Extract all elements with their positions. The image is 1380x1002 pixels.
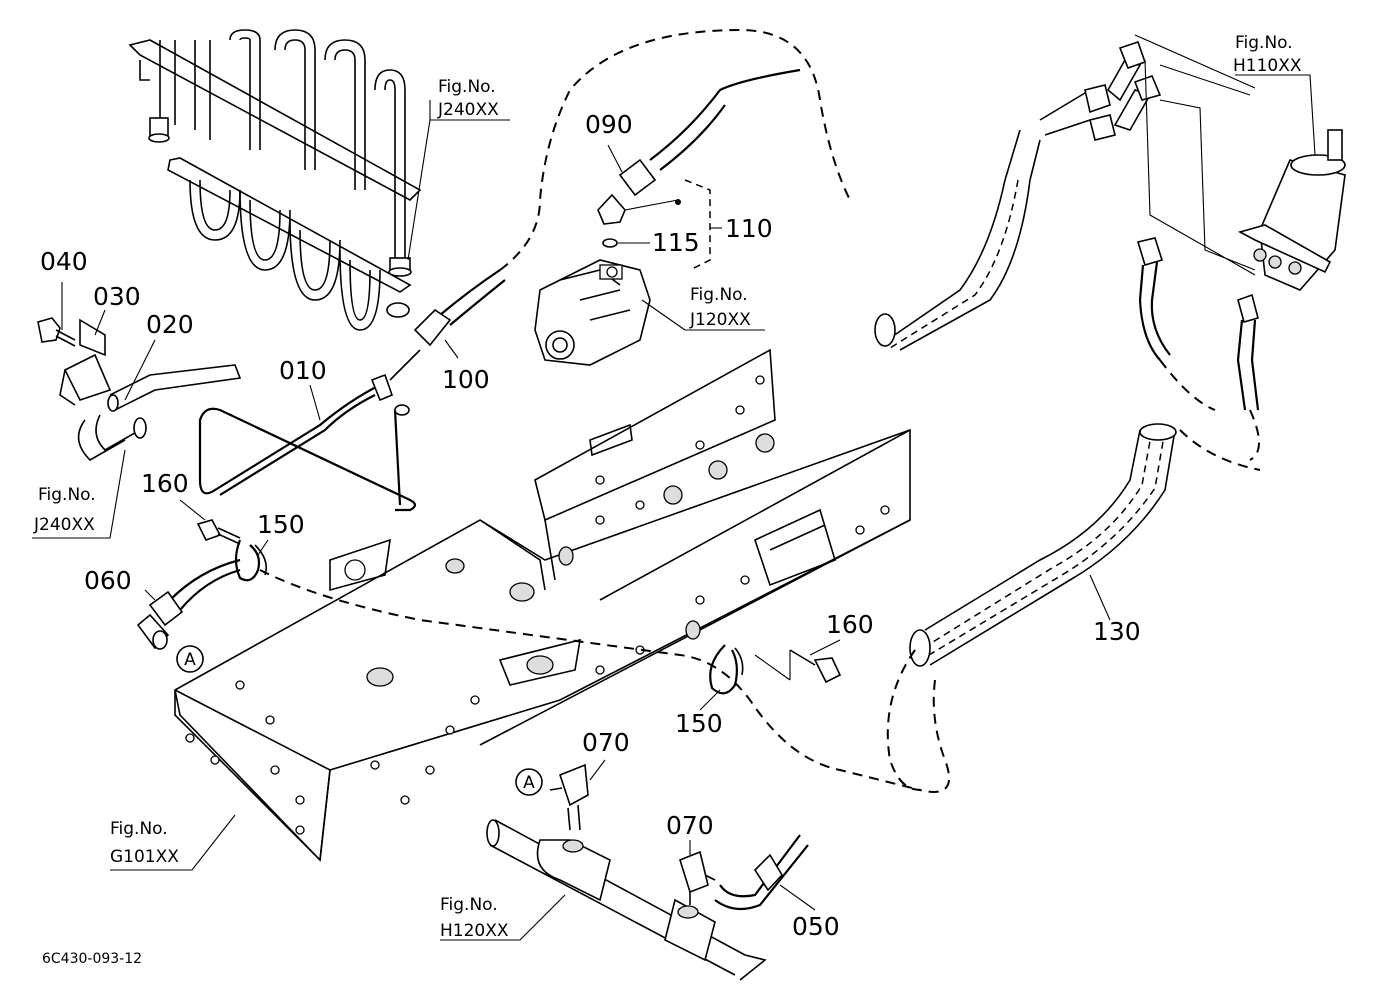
bolt-160-right-drawing: [754, 649, 842, 684]
main-frame-drawing: [174, 348, 911, 862]
part-label-160-right: 160: [826, 610, 874, 639]
figref-j240-top-title: Fig.No.: [438, 77, 496, 97]
part-label-110: 110: [725, 214, 773, 243]
connector-a-bottom-circle: [515, 768, 543, 796]
document-code: 6C430-093-12: [42, 951, 142, 967]
clip-150-bottom-drawing: [709, 644, 744, 695]
hose-050-drawing: [714, 834, 809, 911]
connector-a-top-circle: [176, 645, 204, 673]
fitting-070-right-drawing: [679, 850, 716, 905]
part-label-020: 020: [146, 310, 194, 339]
connector-a-top-label: A: [184, 650, 196, 670]
fitting-090-drawing: [597, 68, 801, 271]
hose-top-right-drawing: [874, 34, 1256, 351]
figref-h110-title: Fig.No.: [1235, 33, 1293, 53]
fitting-070-left-drawing: [549, 763, 589, 831]
hose-060-drawing: [136, 558, 921, 791]
figref-j120-code: J120XX: [689, 310, 751, 330]
hose-020-drawing: [77, 364, 242, 461]
part-label-040: 040: [40, 247, 88, 276]
part-label-130: 130: [1093, 617, 1141, 646]
bracket-030-drawing: [59, 318, 112, 406]
part-label-050: 050: [792, 912, 840, 941]
part-label-150-bottom: 150: [675, 709, 723, 738]
figref-g101-code: G101XX: [110, 847, 179, 867]
oil-cooler-drawing: [128, 29, 422, 331]
part-label-010: 010: [279, 356, 327, 385]
part-label-150-top: 150: [257, 510, 305, 539]
figref-h120-code: H120XX: [440, 921, 509, 941]
hose-100-drawing: [413, 28, 851, 347]
part-label-100: 100: [442, 365, 490, 394]
connector-a-bottom-label: A: [523, 773, 535, 793]
power-steering-cylinder-drawing: [1237, 129, 1346, 291]
figref-j240-top-code: J240XX: [437, 100, 499, 120]
figure-references: Fig.No. J240XX Fig.No. J240XX Fig.No. J1…: [33, 33, 1302, 941]
part-label-070-right: 070: [666, 811, 714, 840]
cylinder-hoses-drawing: [1136, 237, 1260, 461]
bolt-160-top-drawing: [196, 519, 241, 545]
pipe-010-drawing: [198, 349, 421, 512]
bolt-040-drawing: [37, 317, 76, 347]
leader-lines: [32, 74, 1316, 941]
figref-h120-title: Fig.No.: [440, 895, 498, 915]
part-label-070-left: 070: [582, 728, 630, 757]
clip-150-top-drawing: [234, 539, 268, 582]
figref-j240-left-code: J240XX: [33, 515, 95, 535]
hose-130-drawing: [886, 423, 1261, 793]
part-label-030: 030: [93, 282, 141, 311]
steering-cylinder-h120-drawing: [486, 819, 767, 981]
figref-h110-code: H110XX: [1233, 56, 1302, 76]
part-label-060: 060: [84, 566, 132, 595]
figref-j120-title: Fig.No.: [690, 285, 748, 305]
part-label-160-top: 160: [141, 469, 189, 498]
figref-j240-left-title: Fig.No.: [38, 485, 96, 505]
hydraulic-pump-drawing: [534, 259, 651, 366]
figref-g101-title: Fig.No.: [110, 819, 168, 839]
part-label-090: 090: [585, 110, 633, 139]
connector-markers: A A: [176, 645, 543, 796]
part-labels: 040 030 020 010 100 090 110 115 160 150 …: [40, 110, 1141, 941]
part-label-115: 115: [652, 228, 700, 257]
